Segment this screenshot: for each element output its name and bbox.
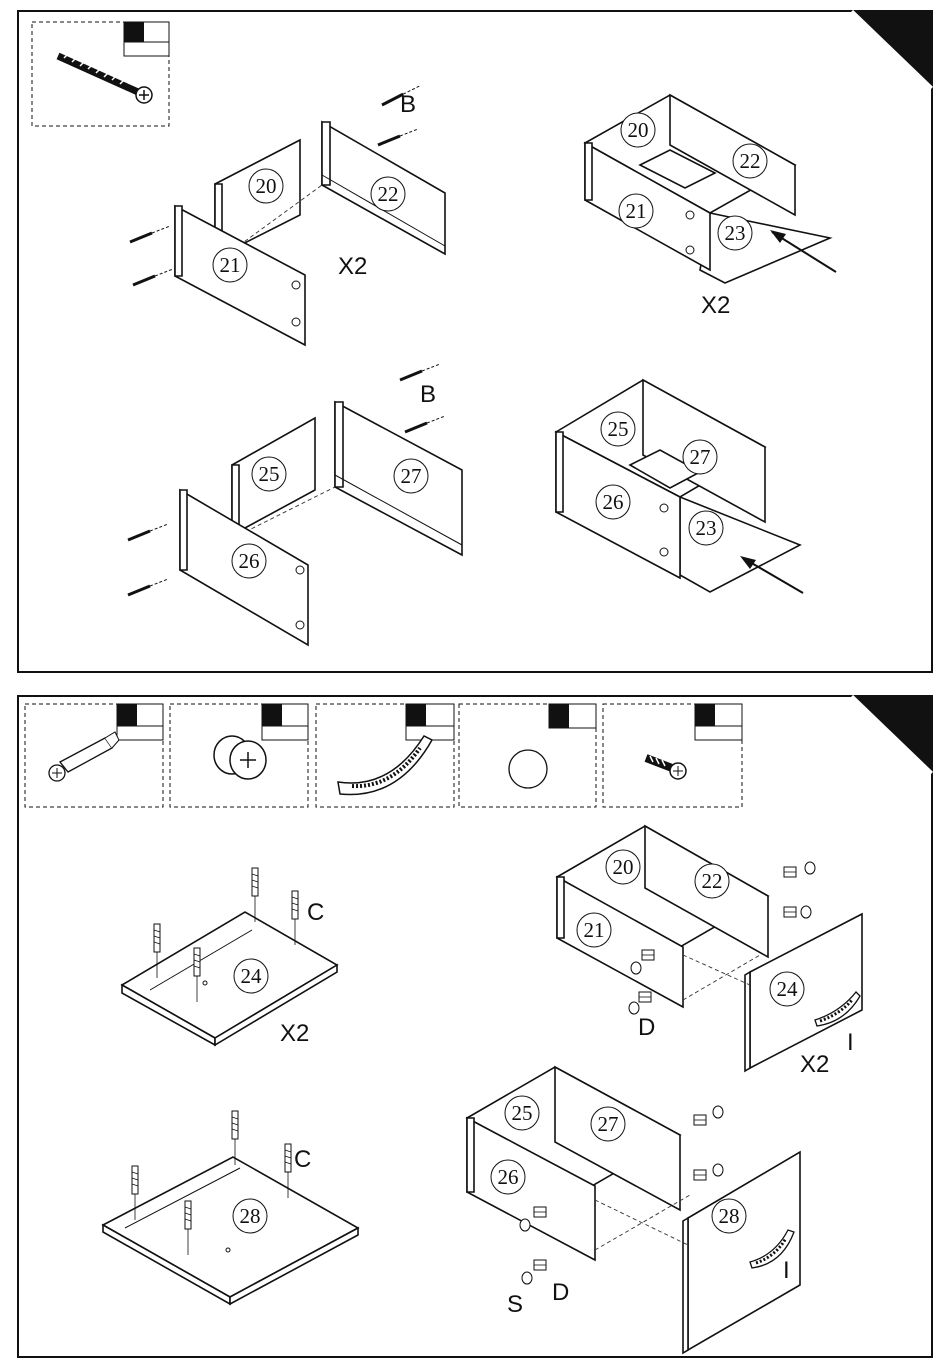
hardware-box-screw — [32, 22, 169, 126]
part-23-label: 23 — [696, 516, 717, 540]
part-23-label: 23 — [725, 221, 746, 245]
part-26-label: 26 — [239, 549, 260, 573]
hardware-label-c: C — [294, 1146, 311, 1173]
top-section-frame — [18, 11, 932, 672]
hardware-label-i: I — [847, 1029, 854, 1056]
hardware-label-i: I — [783, 1257, 790, 1284]
part-28-label: 28 — [719, 1204, 740, 1228]
part-22-label: 22 — [702, 869, 723, 893]
hardware-box-cam-bolt — [25, 704, 163, 807]
part-22-assembled-label: 22 — [740, 149, 761, 173]
hardware-box-handle — [316, 704, 454, 807]
part-20-assembled-label: 20 — [628, 118, 649, 142]
cover-cap-icon — [509, 750, 547, 788]
part-27-label: 27 — [401, 464, 422, 488]
step-3-panel-24 — [122, 868, 337, 1045]
part-26-assembled-label: 26 — [603, 490, 624, 514]
part-21-label: 21 — [584, 918, 605, 942]
hardware-box-machine-screw — [603, 704, 742, 807]
hardware-label-b: B — [420, 381, 436, 408]
cam-bolt-icon — [49, 732, 119, 781]
step-2b-assembled — [556, 380, 803, 593]
part-28-label: 28 — [240, 1204, 261, 1228]
hardware-label-c: C — [307, 899, 324, 926]
cam-lock-icon — [214, 736, 266, 779]
machine-screw-icon — [646, 756, 686, 779]
step-1a-exploded — [130, 86, 445, 345]
part-20-label: 20 — [256, 174, 277, 198]
quantity-label: X2 — [338, 253, 367, 280]
part-25-assembled-label: 25 — [608, 417, 629, 441]
part-22-label: 22 — [378, 182, 399, 206]
part-24-label: 24 — [241, 964, 263, 988]
part-25-label: 25 — [259, 462, 280, 486]
part-20-label: 20 — [613, 855, 634, 879]
quantity-label: X2 — [800, 1051, 829, 1078]
part-21-label: 21 — [220, 253, 241, 277]
hardware-label-b: B — [400, 91, 416, 118]
quantity-label: X2 — [701, 292, 730, 319]
hardware-box-cam-lock — [170, 704, 308, 807]
part-27-label: 27 — [598, 1112, 619, 1136]
step-3b-drawer-assembly — [557, 826, 862, 1071]
part-26-label: 26 — [498, 1165, 519, 1189]
hardware-label-s: S — [507, 1291, 523, 1318]
hardware-label-d: D — [552, 1279, 569, 1306]
drawer-handle-icon — [338, 736, 432, 795]
hardware-box-cover-cap — [459, 704, 596, 807]
step-2a-exploded — [128, 364, 462, 645]
hardware-label-d: D — [638, 1014, 655, 1041]
step-4-panel-28 — [103, 1111, 358, 1304]
part-25-label: 25 — [512, 1101, 533, 1125]
part-27-assembled-label: 27 — [690, 445, 711, 469]
wood-screw-icon — [58, 54, 152, 103]
part-21-assembled-label: 21 — [626, 199, 647, 223]
quantity-label: X2 — [280, 1020, 309, 1047]
part-24-label: 24 — [777, 977, 799, 1001]
